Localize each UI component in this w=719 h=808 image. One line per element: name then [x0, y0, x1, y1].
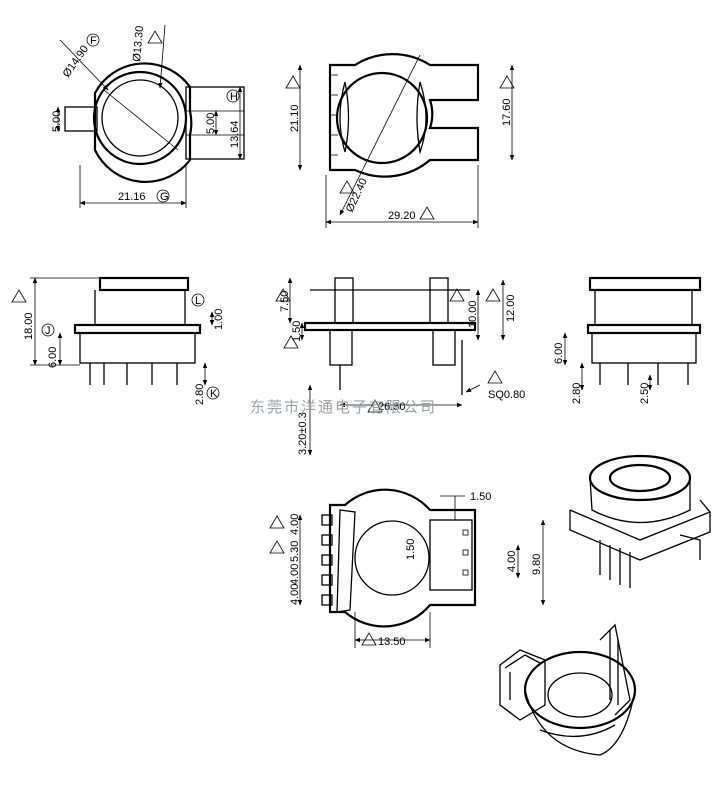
- side-middle-view: 7.50 1.50 10.00 12.00 26.30 SQ0.80 3.20±…: [275, 277, 525, 456]
- ft-h2: 17.60: [501, 98, 513, 126]
- tag-l: L: [195, 295, 201, 307]
- tri-mark-icon: [367, 399, 383, 413]
- sm-pin-off: 3.20±0.3: [297, 412, 309, 455]
- tag-k: K: [210, 388, 218, 400]
- top-height: 13.64: [229, 120, 241, 148]
- tri-mark-icon: [147, 30, 163, 44]
- tag-j: J: [45, 325, 51, 337]
- tri-mark-icon: [361, 632, 377, 646]
- ft-width: 29.20: [388, 210, 416, 222]
- tri-mark-icon: [339, 180, 355, 194]
- sl-pin-len: 2.80: [194, 384, 206, 405]
- tri-mark-icon: [285, 75, 301, 89]
- tri-mark-icon: [275, 288, 291, 302]
- tri-mark-icon: [449, 288, 465, 302]
- bv-p1: 4.00: [289, 514, 301, 535]
- watermark: 东莞市洋通电子有限公司: [250, 398, 437, 416]
- tag-h: H: [230, 91, 238, 103]
- top-left-slot: 5.00: [51, 111, 63, 132]
- bv-slot-w: 1.50: [470, 491, 491, 503]
- tri-mark-icon: [283, 335, 299, 349]
- top-width: 21.16: [118, 191, 146, 203]
- bv-p2: 5.30: [289, 541, 301, 562]
- sm-h10: 10.00: [467, 300, 479, 328]
- bv-h98: 9.80: [531, 554, 543, 575]
- iso-view-top: [569, 454, 712, 588]
- iso-view-bottom: [499, 623, 637, 756]
- top-d-outer: Ø14.90: [61, 43, 92, 79]
- bottom-view: 4.00 5.30 4.00 4.00 1.50 1.50 4.00 9.80 …: [269, 488, 546, 648]
- sr-pin-off: 2.50: [639, 383, 651, 404]
- bv-width: 13.50: [378, 636, 406, 648]
- tri-mark-icon: [419, 206, 435, 220]
- front-top-view: 21.10 17.60 Ø22.40 29.20: [285, 53, 515, 228]
- bv-slot-c: 1.50: [405, 539, 417, 560]
- sm-pitch: 26.30: [378, 401, 406, 413]
- sl-flange: 1.00: [213, 309, 225, 330]
- sm-plate: 1.50: [291, 321, 303, 342]
- bv-p4: 4.00: [289, 584, 301, 605]
- tri-mark-icon: [487, 370, 503, 384]
- tri-mark-icon: [485, 288, 501, 302]
- top-view: Ø14.90 Ø13.30 5.00 5.00 13.64 21.16 F G …: [51, 24, 245, 208]
- bv-p3: 4.00: [289, 564, 301, 585]
- sl-total-h: 18.00: [23, 312, 35, 340]
- top-right-slot: 5.00: [205, 113, 217, 134]
- bv-h4: 4.00: [506, 551, 518, 572]
- tri-mark-icon: [269, 540, 285, 554]
- tri-mark-icon: [269, 515, 285, 529]
- sr-pin-h: 6.00: [553, 343, 565, 364]
- ft-h1: 21.10: [289, 104, 301, 132]
- tri-mark-icon: [11, 289, 27, 303]
- tag-g: G: [160, 191, 169, 203]
- sm-h12: 12.00: [505, 294, 517, 322]
- sr-pin-len: 2.80: [571, 383, 583, 404]
- tri-mark-icon: [499, 75, 515, 89]
- sl-pin-h: 6.00: [47, 347, 59, 368]
- side-left-view: 18.00 6.00 1.00 2.80 J L K: [11, 276, 225, 405]
- sm-pin-sq: SQ0.80: [488, 389, 525, 401]
- tag-f: F: [90, 35, 97, 47]
- side-right-view: 6.00 2.80 2.50: [553, 276, 702, 404]
- top-d-inner: Ø13.30: [131, 25, 146, 62]
